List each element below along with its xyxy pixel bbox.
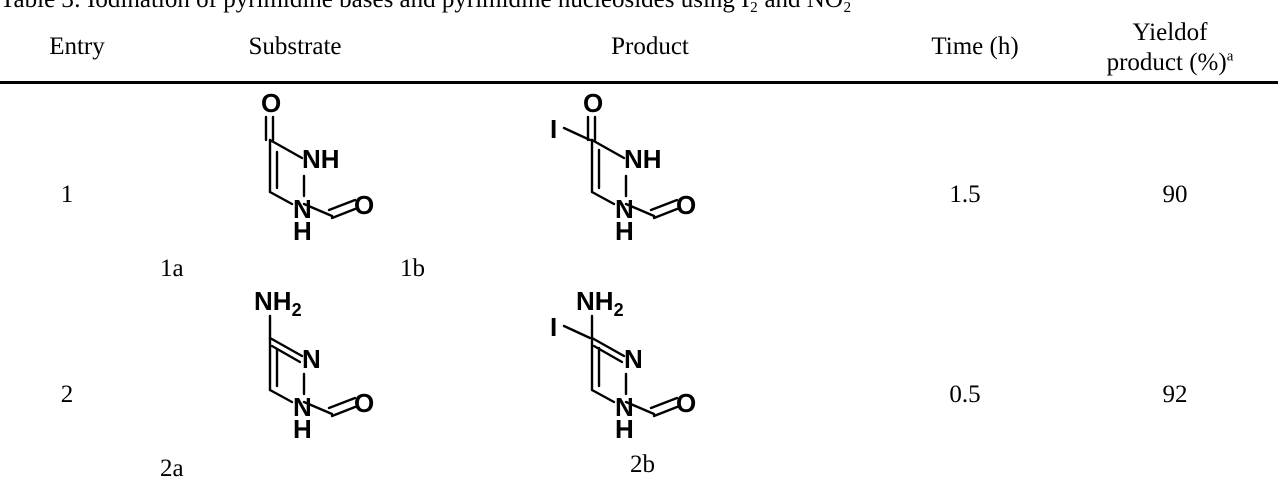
atom-n1-h: H xyxy=(615,216,634,246)
atom-o2: O xyxy=(676,190,696,220)
row1-yield: 90 xyxy=(1162,181,1188,208)
atom-o4: O xyxy=(583,88,603,118)
row2-yield: 92 xyxy=(1162,381,1188,408)
atom-n1-h: H xyxy=(293,414,312,444)
atom-nh2: NH2 xyxy=(254,286,302,320)
header-yield: Yieldof product (%)a xyxy=(1070,18,1270,78)
header-product: Product xyxy=(611,33,689,60)
header-rule xyxy=(0,81,1278,84)
atom-n1-h: H xyxy=(293,216,312,246)
atom-n1: N xyxy=(293,392,312,422)
row2-time: 0.5 xyxy=(949,381,981,408)
atom-o2: O xyxy=(676,388,696,418)
atom-i5: I xyxy=(550,312,557,342)
row1-entry: 1 xyxy=(60,181,74,208)
header-time: Time (h) xyxy=(931,33,1019,60)
header-entry: Entry xyxy=(49,33,105,60)
row1-product-structure: I O NH O N H xyxy=(550,88,696,246)
row1-substrate-structure: O NH O N H xyxy=(261,88,374,246)
atom-o2: O xyxy=(354,388,374,418)
atom-n3h: NH xyxy=(624,144,662,174)
table-caption: Table 3: Iodination of pyrimidine bases … xyxy=(0,0,1278,15)
row2-product-label: 2b xyxy=(630,451,655,478)
atom-n1: N xyxy=(615,194,634,224)
row2-product-structure: I NH2 N O N H xyxy=(550,286,696,444)
atom-n3h: NH xyxy=(302,144,340,174)
header-yield-line2: product (%)a xyxy=(1106,48,1234,76)
atom-n3: N xyxy=(302,344,321,374)
header-substrate: Substrate xyxy=(248,33,342,60)
atom-nh2: NH2 xyxy=(576,286,624,320)
row2-entry: 2 xyxy=(60,381,74,408)
atom-n1-h: H xyxy=(615,414,634,444)
atom-n1: N xyxy=(615,392,634,422)
header-yield-line1: Yieldof xyxy=(1132,19,1208,46)
atom-i5: I xyxy=(550,114,557,144)
row1-substrate-label: 1a xyxy=(160,255,184,282)
atom-o4: O xyxy=(261,88,281,118)
row2-substrate-label: 2a xyxy=(160,455,184,482)
atom-n1: N xyxy=(293,194,312,224)
atom-n3: N xyxy=(624,344,643,374)
atom-o2: O xyxy=(354,190,374,220)
row2-substrate-structure: NH2 N O N H xyxy=(254,286,374,444)
footnote-marker: a xyxy=(1226,48,1234,65)
row1-time: 1.5 xyxy=(949,181,981,208)
row1-product-label: 1b xyxy=(400,255,425,282)
